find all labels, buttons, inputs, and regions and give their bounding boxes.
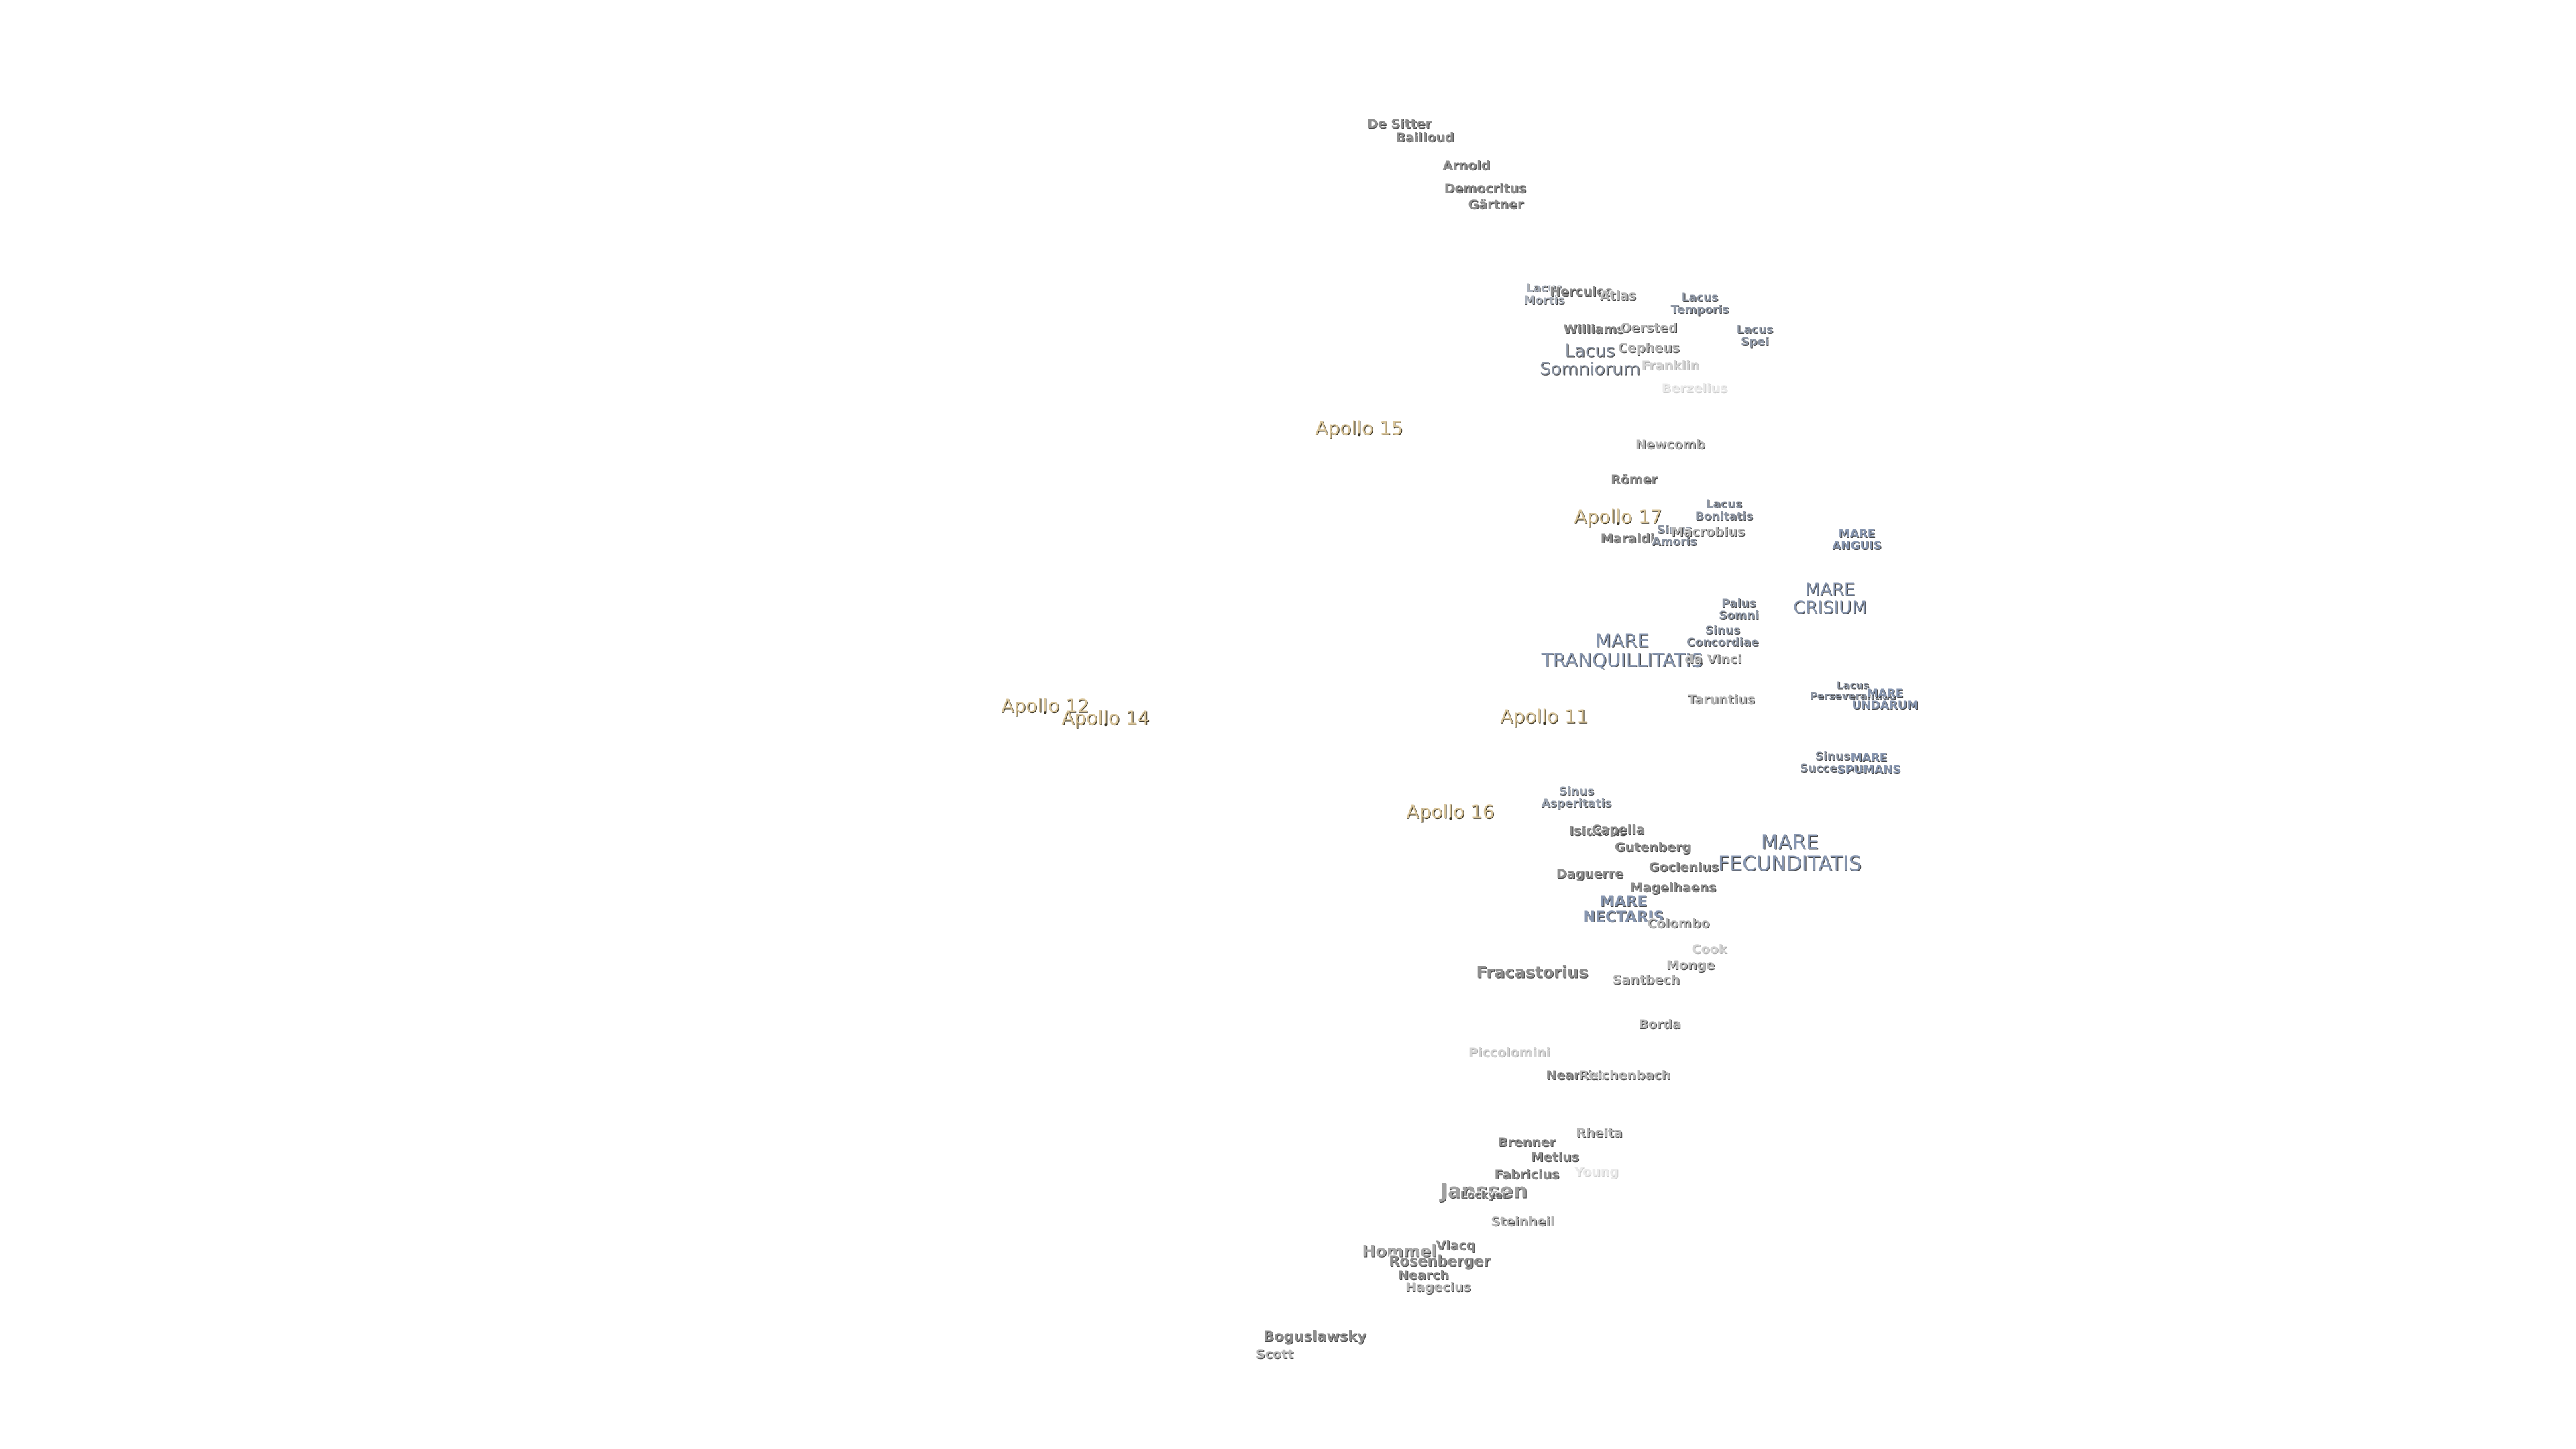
crater-label[interactable]: Janssen <box>1440 1179 1528 1203</box>
crater-label[interactable]: Goclenius <box>1648 860 1719 875</box>
crater-label[interactable]: Atlas <box>1599 288 1637 304</box>
landing-site-marker <box>1044 711 1046 714</box>
crater-label[interactable]: Hercules <box>1550 284 1613 300</box>
crater-label[interactable]: Boguslawsky <box>1263 1328 1366 1344</box>
crater-label[interactable]: De Sitter <box>1367 117 1432 132</box>
crater-label[interactable]: Rheita <box>1576 1126 1623 1141</box>
crater-label[interactable]: Gärtner <box>1468 197 1524 213</box>
crater-label[interactable]: Scott <box>1255 1347 1294 1362</box>
crater-label[interactable]: Fracastorius <box>1476 963 1589 982</box>
crater-label[interactable]: Nearch <box>1398 1268 1449 1283</box>
landing-site-marker <box>1358 433 1360 437</box>
crater-label[interactable]: Taruntius <box>1687 692 1756 708</box>
crater-label[interactable]: Oersted <box>1620 321 1678 336</box>
crater-label[interactable]: Young <box>1574 1165 1619 1180</box>
crater-label[interactable]: Lockyer <box>1460 1188 1508 1201</box>
crater-label[interactable]: Colombo <box>1647 916 1710 932</box>
apollo-landing-site[interactable]: Apollo 15 <box>1315 417 1403 439</box>
crater-label[interactable]: Brenner <box>1497 1135 1556 1150</box>
crater-label[interactable]: Vlacq <box>1436 1238 1476 1254</box>
crater-label[interactable]: Reichenbach <box>1578 1068 1671 1083</box>
crater-label[interactable]: Hagecius <box>1405 1280 1471 1295</box>
crater-label[interactable]: Metius <box>1530 1150 1580 1165</box>
landing-site-marker <box>1449 817 1452 820</box>
crater-label[interactable]: Monge <box>1666 958 1715 973</box>
apollo-landing-site[interactable]: Apollo 16 <box>1406 800 1495 823</box>
apollo-landing-site[interactable]: Apollo 14 <box>1061 706 1150 729</box>
crater-label[interactable]: Berzelius <box>1661 381 1728 396</box>
crater-label[interactable]: Cook <box>1691 942 1727 957</box>
crater-label[interactable]: Cepheus <box>1618 341 1680 356</box>
crater-label[interactable]: Rosenberger <box>1389 1252 1491 1269</box>
crater-label[interactable]: Römer <box>1611 472 1658 488</box>
landing-site-marker <box>1104 723 1107 727</box>
crater-label[interactable]: Fabricius <box>1494 1167 1560 1183</box>
apollo-landing-site[interactable]: Apollo 12 <box>1001 694 1089 717</box>
crater-label[interactable]: Magelhaens <box>1629 880 1717 896</box>
crater-label[interactable]: Newcomb <box>1635 437 1706 453</box>
crater-label[interactable]: Gutenberg <box>1614 840 1692 855</box>
crater-label[interactable]: Macrobius <box>1670 525 1746 540</box>
crater-label[interactable]: Democritus <box>1444 181 1527 197</box>
crater-label[interactable]: Santbech <box>1612 973 1680 988</box>
landing-site-marker <box>1617 522 1619 525</box>
crater-label[interactable]: Steinheil <box>1491 1214 1555 1230</box>
crater-label[interactable]: Neander <box>1546 1068 1607 1083</box>
crater-label[interactable]: da Vinci <box>1684 652 1742 667</box>
crater-label[interactable]: Williams <box>1563 322 1625 337</box>
crater-label[interactable]: Franklin <box>1641 358 1700 374</box>
crater-label[interactable]: Isidorus <box>1569 824 1627 839</box>
apollo-landing-site[interactable]: Apollo 11 <box>1500 705 1589 728</box>
crater-label[interactable]: Maraldi <box>1600 531 1655 547</box>
crater-label[interactable]: Capella <box>1591 822 1645 838</box>
landing-site-marker <box>1543 722 1546 725</box>
crater-label[interactable]: Hommel <box>1362 1242 1437 1261</box>
crater-label[interactable]: Borda <box>1638 1017 1681 1032</box>
crater-label[interactable]: Daguerre <box>1556 867 1624 882</box>
crater-label[interactable]: Bailloud <box>1395 130 1454 146</box>
apollo-landing-site[interactable]: Apollo 17 <box>1574 505 1662 528</box>
crater-label[interactable]: Arnold <box>1442 158 1491 174</box>
crater-label[interactable]: Piccolomini <box>1468 1045 1550 1061</box>
